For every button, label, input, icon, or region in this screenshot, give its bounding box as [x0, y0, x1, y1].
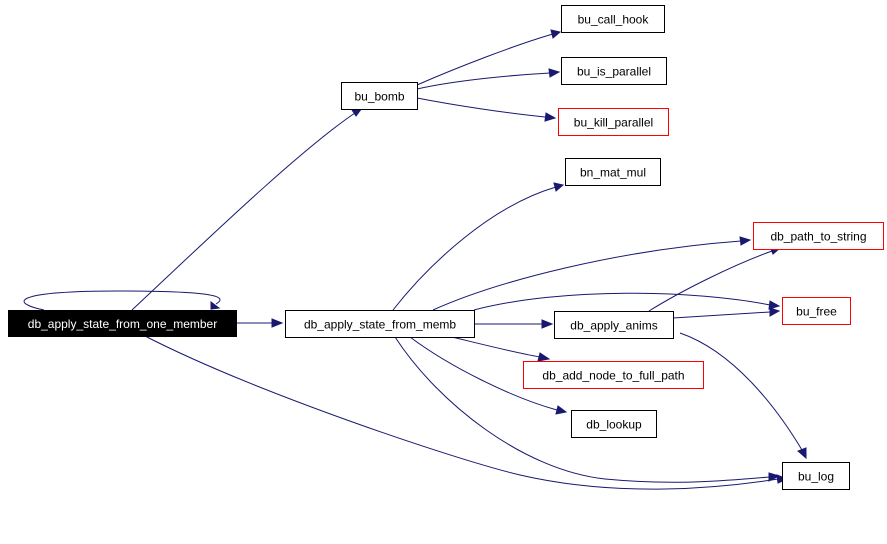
edge-db_apply_anims-to-bu_log [679, 332, 807, 460]
edge-line [23, 290, 221, 311]
edge-line [409, 336, 558, 411]
node-bu-bomb[interactable]: bu_bomb [341, 82, 418, 110]
edge-arrowhead [541, 319, 554, 329]
nodes-layer: db_apply_state_from_one_member bu_bomb bu_… [8, 5, 884, 490]
edge-line [416, 72, 551, 90]
node-label: bu_bomb [354, 90, 404, 104]
edge-arrowhead [548, 68, 561, 78]
node-label: db_lookup [586, 418, 642, 432]
edge-db_apply_state_from_memb-to-db_lookup [409, 336, 568, 415]
edge-arrowhead [553, 182, 565, 192]
node-label: db_apply_anims [570, 319, 657, 333]
edge-line [416, 97, 546, 118]
edge-arrowhead [555, 405, 568, 415]
node-label: bn_mat_mul [580, 166, 646, 180]
node-label: bu_kill_parallel [574, 116, 653, 130]
edge-db_apply_state_from_memb-to-db_add_node_to_full_path [451, 336, 551, 362]
edge-line [679, 332, 803, 451]
edge-line [144, 335, 779, 490]
edge-db_apply_state_from_memb-to-bu_log [394, 336, 781, 483]
node-label: bu_is_parallel [577, 65, 651, 79]
edge-line [416, 33, 554, 86]
edge-line [392, 186, 557, 311]
edges-layer [23, 29, 807, 490]
node-box [782, 297, 851, 325]
edge-arrowhead [768, 472, 781, 482]
edge-arrowhead [210, 301, 221, 310]
edge-db_apply_state_from_memb-to-bu_free [473, 292, 781, 311]
node-box [561, 5, 665, 33]
edge-db_apply_state_from_memb-to-bn_mat_mul [392, 182, 565, 311]
edge-arrowhead [550, 29, 562, 39]
node-db-apply-anims[interactable]: db_apply_anims [554, 311, 674, 339]
edge-root-to-root [23, 290, 221, 311]
node-label: db_apply_state_from_memb [304, 318, 456, 332]
node-bu-log[interactable]: bu_log [782, 462, 850, 490]
node-box [571, 410, 657, 438]
node-label: db_apply_state_from_one_member [28, 317, 217, 331]
edge-arrowhead [768, 300, 781, 310]
edge-arrowhead [271, 318, 284, 328]
edge-line [394, 336, 771, 483]
edge-bu_bomb-to-bu_call_hook [416, 29, 562, 86]
node-box [753, 222, 884, 250]
node-db-path-to-string[interactable]: db_path_to_string [753, 222, 884, 250]
node-db-apply-state-from-memb[interactable]: db_apply_state_from_memb [285, 310, 475, 338]
node-label: bu_free [796, 305, 837, 319]
node-db-lookup[interactable]: db_lookup [571, 410, 657, 438]
edge-line [648, 250, 773, 312]
edge-db_apply_state_from_memb-to-db_path_to_string [432, 236, 752, 311]
edge-arrowhead [769, 307, 781, 317]
node-label: bu_call_hook [578, 13, 650, 27]
node-box [341, 82, 418, 110]
edge-line [432, 240, 742, 311]
node-bu-kill-parallel[interactable]: bu_kill_parallel [558, 108, 669, 136]
node-box [561, 57, 667, 85]
edge-root-to-bu_log [144, 335, 789, 490]
node-db-add-node-to-full-path[interactable]: db_add_node_to_full_path [523, 361, 704, 389]
node-bu-free[interactable]: bu_free [782, 297, 851, 325]
node-box [558, 108, 669, 136]
node-bu-call-hook[interactable]: bu_call_hook [561, 5, 665, 33]
node-box [8, 310, 237, 337]
node-label: db_add_node_to_full_path [542, 369, 684, 383]
node-bu-is-parallel[interactable]: bu_is_parallel [561, 57, 667, 85]
edge-line [451, 336, 541, 358]
edge-line [473, 292, 771, 311]
node-box [782, 462, 850, 490]
edge-db_apply_state_from_memb-to-db_apply_anims [474, 319, 554, 329]
edge-arrowhead [537, 352, 551, 362]
edge-arrowhead [544, 112, 557, 122]
edge-db_apply_anims-to-db_path_to_string [648, 246, 782, 312]
node-box [523, 361, 704, 389]
edge-bu_bomb-to-bu_is_parallel [416, 68, 561, 90]
node-box [554, 311, 674, 339]
node-bn-mat-mul[interactable]: bn_mat_mul [565, 158, 661, 186]
node-label: bu_log [798, 470, 834, 484]
edge-arrowhead [797, 447, 807, 460]
edge-root-to-db_apply_state_from_memb [236, 318, 284, 328]
edge-bu_bomb-to-bu_kill_parallel [416, 97, 557, 122]
node-box [285, 310, 475, 338]
node-box [565, 158, 661, 186]
node-label: db_path_to_string [770, 230, 866, 244]
edge-line [131, 112, 356, 311]
edge-db_apply_anims-to-bu_free [672, 307, 781, 319]
edge-root-to-bu_bomb [131, 107, 364, 311]
edge-line [672, 311, 771, 319]
node-root: db_apply_state_from_one_member [8, 310, 237, 337]
edge-arrowhead [739, 236, 752, 246]
